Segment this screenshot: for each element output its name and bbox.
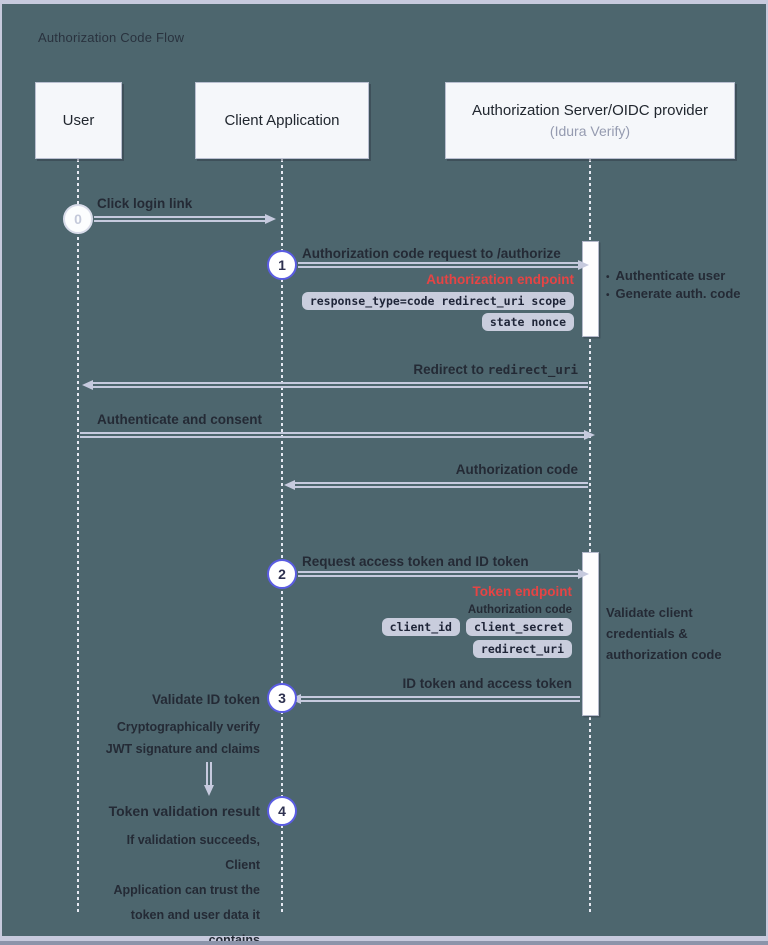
arrowhead-right-icon <box>578 260 589 270</box>
arrowhead-down-icon <box>204 785 214 796</box>
param-chip: redirect_uri <box>472 640 572 658</box>
step-circle-4: 4 <box>267 796 297 826</box>
lifeline-server <box>589 159 591 912</box>
param-chip: client_id <box>381 618 460 636</box>
params-row-1: response_type=code redirect_uri scope <box>301 292 574 310</box>
validate-id-token-label: Validate ID token <box>151 692 260 707</box>
message-label-redirect: Redirect to redirect_uri <box>413 362 578 377</box>
redirect-label-text: Redirect to <box>413 362 488 377</box>
params-row-2: state nonce <box>481 313 574 331</box>
actor-box-client: Client Application <box>195 82 369 159</box>
server-validate-note: Validate client credentials & authorizat… <box>606 605 722 662</box>
arrowhead-left-icon <box>284 480 295 490</box>
horizontal-scrollbar[interactable] <box>0 941 768 945</box>
authorization-endpoint-label: Authorization endpoint <box>426 272 574 287</box>
arrow-consent <box>80 430 595 440</box>
token-params-row-1: client_id client_secret <box>381 618 572 636</box>
arrow-authz-request <box>298 260 589 270</box>
redirect-uri-code: redirect_uri <box>487 362 578 377</box>
validate-id-token-note: Cryptographically verify JWT signature a… <box>105 720 260 756</box>
param-chip: client_secret <box>465 618 572 636</box>
step-circle-3: 3 <box>267 683 297 713</box>
arrowhead-right-icon <box>578 569 589 579</box>
server-action-item: • Generate auth. code <box>606 286 741 304</box>
actor-box-server: Authorization Server/OIDC provider (Idur… <box>445 82 735 159</box>
actor-label-user: User <box>62 112 95 129</box>
server-actions-note: • Authenticate user • Generate auth. cod… <box>606 268 741 304</box>
arrow-click-login <box>94 214 276 224</box>
actor-subtitle-server: (Idura Verify) <box>549 123 631 139</box>
token-params-row-2: redirect_uri <box>472 640 572 658</box>
message-label-token-request: Request access token and ID token <box>302 554 529 569</box>
bullet-icon: • <box>606 290 610 301</box>
arrow-validation-result <box>204 762 214 796</box>
server-action-text: Authenticate user <box>615 268 726 283</box>
arrowhead-right-icon <box>265 214 276 224</box>
message-label-consent: Authenticate and consent <box>97 412 263 427</box>
step-number: 4 <box>278 803 286 819</box>
message-label-click-login: Click login link <box>97 196 193 211</box>
activation-bar-2 <box>582 552 599 716</box>
message-label-authz-request: Authorization code request to /authorize <box>302 246 561 261</box>
lifeline-client <box>281 159 283 912</box>
token-endpoint-label: Token endpoint <box>472 584 573 599</box>
arrow-id-token <box>290 694 580 704</box>
message-label-auth-code: Authorization code <box>455 462 578 477</box>
param-chip: response_type=code redirect_uri scope <box>301 292 574 310</box>
lifeline-user <box>77 159 79 912</box>
step-number: 0 <box>74 211 82 227</box>
step-number: 2 <box>278 566 286 582</box>
step-circle-2: 2 <box>267 559 297 589</box>
message-label-id-token: ID token and access token <box>402 676 572 691</box>
arrowhead-right-icon <box>584 430 595 440</box>
arrow-redirect <box>82 380 588 390</box>
diagram-title: Authorization Code Flow <box>38 30 185 45</box>
diagram-surface: Authorization Code Flow User Client Appl… <box>2 4 766 945</box>
actor-box-user: User <box>35 82 122 159</box>
activation-bar-1 <box>582 241 599 337</box>
step-circle-1: 1 <box>267 250 297 280</box>
step-number: 3 <box>278 690 286 706</box>
actor-label-server: Authorization Server/OIDC provider <box>472 102 708 119</box>
validation-result-note: If validation succeeds, Client Applicati… <box>113 833 260 945</box>
server-action-item: • Authenticate user <box>606 268 741 286</box>
bullet-icon: • <box>606 272 610 283</box>
arrow-token-request <box>298 569 589 579</box>
param-chip: state nonce <box>481 313 574 331</box>
arrowhead-left-icon <box>82 380 93 390</box>
validation-result-label: Token validation result <box>108 803 260 819</box>
token-request-subheading: Authorization code <box>467 604 572 616</box>
actor-label-client: Client Application <box>224 112 340 129</box>
arrow-auth-code <box>284 480 588 490</box>
step-number: 1 <box>278 257 286 273</box>
server-action-text: Generate auth. code <box>615 286 741 301</box>
step-circle-0: 0 <box>63 204 93 234</box>
